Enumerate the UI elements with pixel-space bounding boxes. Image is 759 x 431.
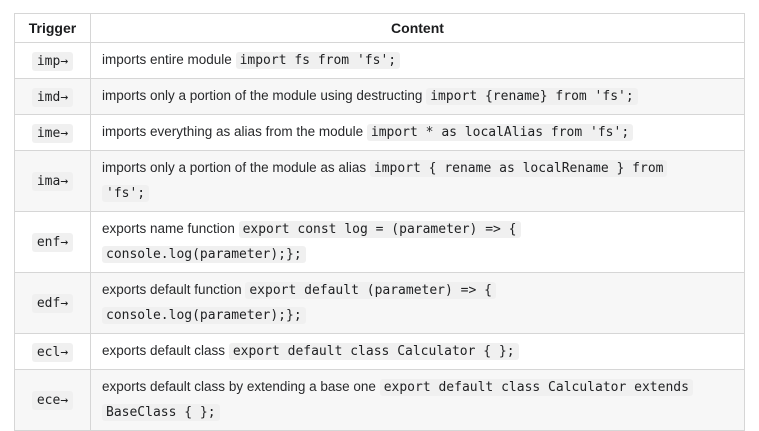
trigger-cell: edf→	[14, 272, 91, 334]
content-line: BaseClass { };	[102, 400, 733, 425]
inline-code: export default (parameter) => {	[245, 282, 496, 299]
inline-code: console.log(parameter);};	[102, 246, 306, 263]
content-line: imports only a portion of the module as …	[102, 156, 733, 181]
content-line: imports everything as alias from the mod…	[102, 120, 733, 145]
inline-code: export const log = (parameter) => {	[238, 221, 521, 238]
content-text: imports everything as alias from the mod…	[102, 124, 367, 139]
inline-code: BaseClass { };	[102, 404, 220, 421]
trigger-code-chip: ece→	[31, 391, 74, 410]
content-line: exports name function export const log =…	[102, 217, 733, 242]
trigger-cell: imd→	[14, 78, 91, 115]
content-text: exports name function	[102, 221, 239, 236]
content-cell: exports default function export default …	[90, 272, 745, 334]
trigger-cell: ece→	[14, 369, 91, 431]
inline-code: export default class Calculator extends	[379, 379, 693, 396]
trigger-column-header: Trigger	[14, 13, 91, 43]
table-row: enf→ exports name function export const …	[14, 211, 745, 273]
inline-code: import {rename} from 'fs';	[426, 88, 638, 105]
table-row: ecl→ exports default class export defaul…	[14, 333, 745, 370]
inline-code: 'fs';	[102, 185, 150, 202]
table-row: ima→ imports only a portion of the modul…	[14, 150, 745, 212]
content-line: 'fs';	[102, 181, 733, 206]
content-text: imports entire module	[102, 52, 236, 67]
table-row: imd→ imports only a portion of the modul…	[14, 78, 745, 115]
inline-code: import * as localAlias from 'fs';	[366, 124, 634, 141]
snippets-table: Trigger Content imp→ imports entire modu…	[14, 13, 745, 431]
content-cell: imports everything as alias from the mod…	[90, 114, 745, 151]
trigger-cell: ima→	[14, 150, 91, 212]
content-cell: imports entire module import fs from 'fs…	[90, 42, 745, 79]
trigger-code-chip: ima→	[31, 172, 74, 191]
content-column-header: Content	[90, 13, 745, 43]
trigger-code-chip: enf→	[31, 233, 74, 252]
inline-code: import fs from 'fs';	[235, 52, 401, 69]
table-row: imp→ imports entire module import fs fro…	[14, 42, 745, 79]
table-row: edf→ exports default function export def…	[14, 272, 745, 334]
table-row: ime→ imports everything as alias from th…	[14, 114, 745, 151]
content-text: exports default class	[102, 343, 229, 358]
trigger-code-chip: imd→	[31, 87, 74, 107]
content-cell: imports only a portion of the module usi…	[90, 78, 745, 115]
content-cell: exports default class export default cla…	[90, 333, 745, 370]
trigger-cell: ecl→	[14, 333, 91, 370]
trigger-cell: ime→	[14, 114, 91, 151]
content-line: exports default function export default …	[102, 278, 733, 303]
inline-code: console.log(parameter);};	[102, 307, 306, 324]
content-text: exports default function	[102, 282, 246, 297]
trigger-cell: imp→	[14, 42, 91, 79]
header-row: Trigger Content	[14, 13, 745, 43]
inline-code: export default class Calculator { };	[228, 343, 519, 360]
content-line: console.log(parameter);};	[102, 303, 733, 328]
trigger-code-chip: edf→	[31, 294, 74, 313]
inline-code: import { rename as localRename } from	[369, 160, 668, 177]
content-cell: exports name function export const log =…	[90, 211, 745, 273]
trigger-cell: enf→	[14, 211, 91, 273]
content-line: imports only a portion of the module usi…	[102, 84, 733, 109]
content-line: exports default class export default cla…	[102, 339, 733, 364]
content-text: imports only a portion of the module as …	[102, 160, 370, 175]
trigger-code-chip: imp→	[31, 51, 74, 71]
content-text: exports default class by extending a bas…	[102, 379, 380, 394]
table-row: ece→ exports default class by extending …	[14, 369, 745, 431]
content-line: imports entire module import fs from 'fs…	[102, 48, 733, 73]
content-line: exports default class by extending a bas…	[102, 375, 733, 400]
content-cell: imports only a portion of the module as …	[90, 150, 745, 212]
content-line: console.log(parameter);};	[102, 242, 733, 267]
trigger-code-chip: ime→	[31, 123, 74, 143]
content-text: imports only a portion of the module usi…	[102, 88, 427, 103]
content-cell: exports default class by extending a bas…	[90, 369, 745, 431]
trigger-code-chip: ecl→	[31, 342, 74, 362]
snippets-doc-page: Trigger Content imp→ imports entire modu…	[14, 13, 745, 431]
